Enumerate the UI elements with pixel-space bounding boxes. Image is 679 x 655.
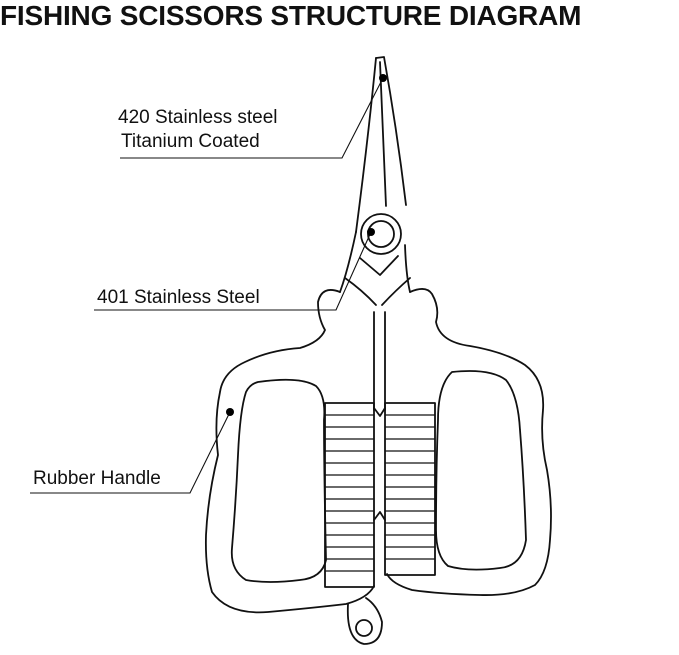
callout-dot-handle bbox=[226, 408, 234, 416]
callout-blade-line-1: 420 Stainless steel bbox=[118, 107, 278, 128]
leader-lines bbox=[30, 74, 387, 494]
scissor-blades bbox=[355, 56, 407, 233]
diagram-title: FISHING SCISSORS STRUCTURE DIAGRAM bbox=[0, 0, 582, 31]
callout-handle-label: Rubber Handle bbox=[33, 468, 161, 489]
leader-line-pivot bbox=[94, 231, 372, 311]
leader-line-blade bbox=[120, 77, 384, 159]
right-handle bbox=[386, 288, 552, 596]
pivot-screw bbox=[360, 213, 402, 255]
callout-dot-pivot bbox=[367, 228, 375, 236]
callout-dot-blade bbox=[379, 74, 387, 82]
lanyard-loop bbox=[346, 597, 383, 645]
leader-line-handle bbox=[30, 411, 231, 494]
scissor-neck bbox=[339, 231, 411, 411]
grip-ridges bbox=[324, 402, 436, 588]
callout-pivot-label: 401 Stainless Steel bbox=[97, 287, 260, 308]
callout-blade-line-2: Titanium Coated bbox=[121, 131, 260, 152]
